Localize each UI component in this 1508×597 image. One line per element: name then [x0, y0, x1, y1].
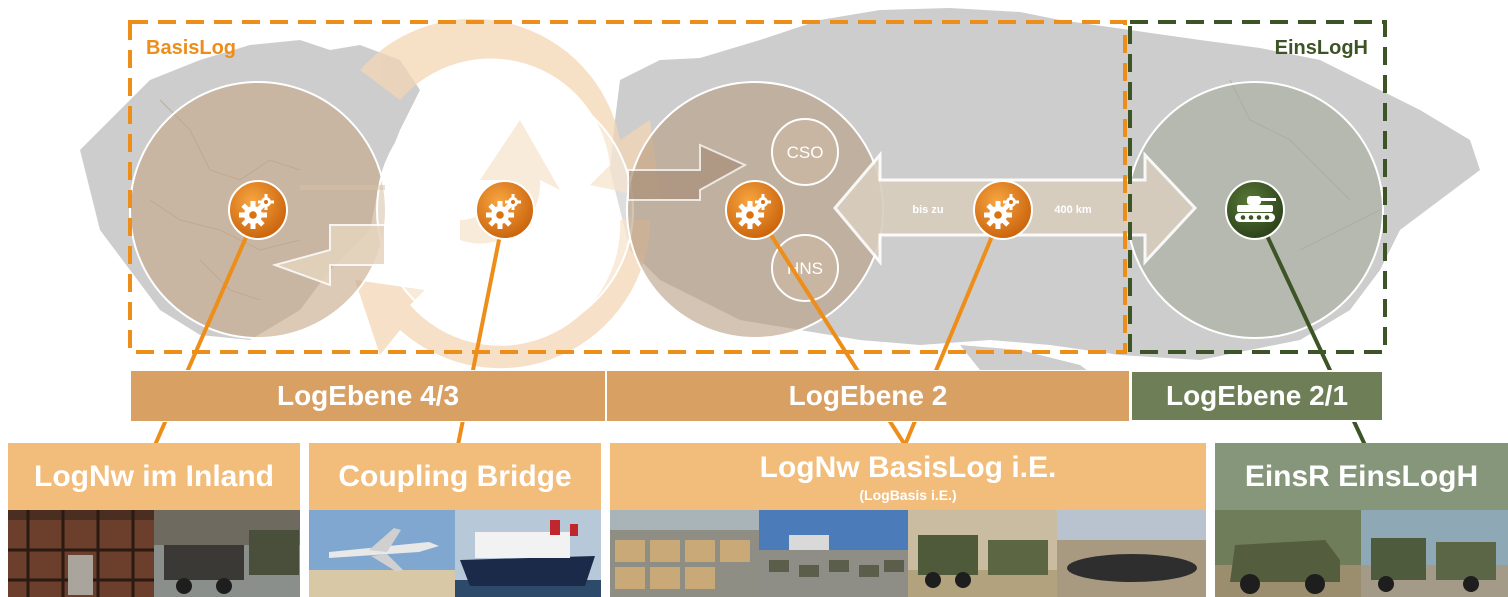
- box-title: EinsR EinsLogH: [1244, 459, 1479, 493]
- box-lognw-basislog: LogNw BasisLog i.E. (LogBasis i.E.): [610, 443, 1206, 510]
- box-title: Coupling Bridge: [338, 459, 572, 493]
- photo-aircraft: [309, 510, 455, 597]
- level-label: LogEbene 2/1: [1165, 380, 1349, 411]
- cso-label: CSO: [787, 143, 824, 162]
- level-band-4-3: LogEbene 4/3: [130, 370, 606, 422]
- box-title: LogNw im Inland: [34, 459, 274, 493]
- photo-rail-wagon: [154, 510, 300, 597]
- tank-icon: [1225, 180, 1285, 240]
- range-from-label: bis zu: [912, 204, 943, 216]
- basislog-region-frame: [128, 20, 1127, 354]
- arrow-to-basis: [627, 143, 748, 201]
- box-title: LogNw BasisLog i.E.: [759, 450, 1057, 484]
- box-einsr-einslogh: EinsR EinsLogH: [1215, 443, 1508, 510]
- arrow-inland-right: [300, 185, 385, 190]
- photo-armored-vehicle: [1215, 510, 1361, 597]
- hns-circle: [771, 234, 839, 302]
- level-band-2-1: LogEbene 2/1: [1130, 370, 1384, 422]
- photo-ferry: [455, 510, 601, 597]
- box-subtitle: (LogBasis i.E.): [859, 486, 957, 503]
- level-band-2: LogEbene 2: [606, 370, 1130, 422]
- photo-fuel-bladder: [1057, 510, 1206, 597]
- box-lognw-inland: LogNw im Inland: [8, 443, 300, 510]
- photo-supply-pallets: [610, 510, 759, 597]
- basislog-region-label: BasisLog: [146, 37, 236, 59]
- box-coupling-bridge: Coupling Bridge: [309, 443, 601, 510]
- photo-truck-convoy: [1361, 510, 1508, 597]
- range-to-label: 400 km: [1054, 204, 1092, 216]
- gear-icon: [228, 180, 288, 240]
- level-label: LogEbene 2: [788, 380, 948, 411]
- gear-icon: [725, 180, 785, 240]
- level-label: LogEbene 4/3: [276, 380, 460, 411]
- einslogh-region-frame: [1128, 20, 1387, 354]
- photo-military-trucks: [908, 510, 1057, 597]
- arrow-inland-left: [271, 224, 386, 287]
- einslogh-region-label: EinsLogH: [1275, 37, 1368, 59]
- gear-icon: [973, 180, 1033, 240]
- photo-harbor-vehicles: [759, 510, 908, 597]
- photo-warehouse: [8, 510, 154, 597]
- gear-icon: [475, 180, 535, 240]
- cso-circle: [771, 118, 839, 186]
